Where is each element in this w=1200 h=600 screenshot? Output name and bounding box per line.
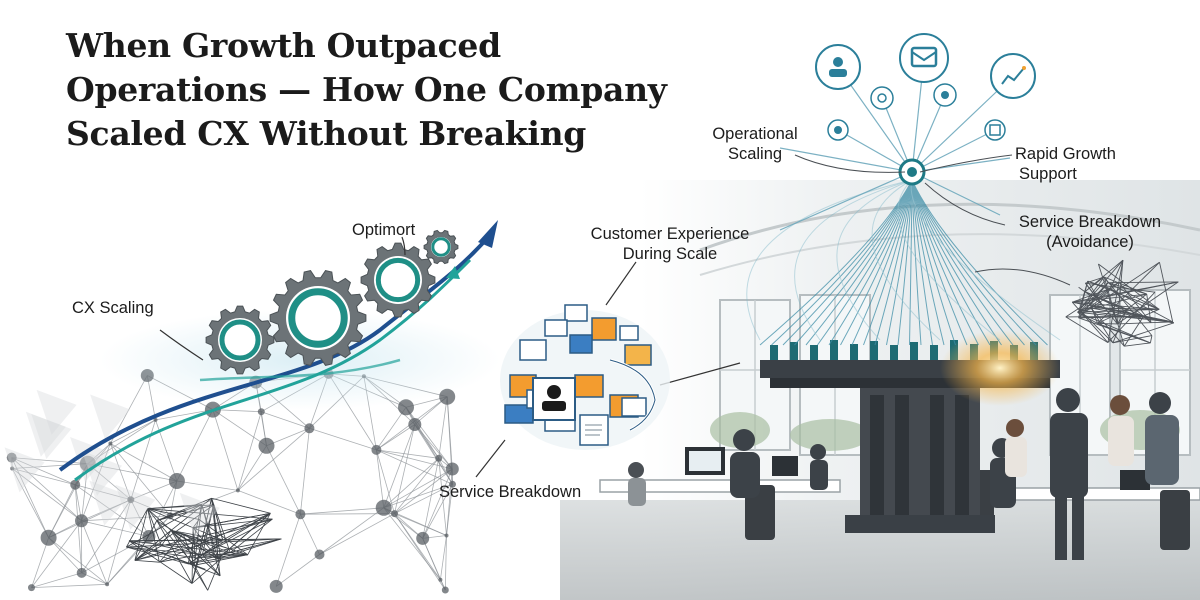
tangled-network-right (1065, 259, 1179, 347)
gear-icon-2 (933, 83, 957, 107)
gear-large (205, 229, 459, 375)
label-customer-experience: Customer Experience During Scale (580, 224, 760, 264)
label-customer-experience-line-1: Customer Experience (590, 225, 750, 243)
label-operational-scaling-line-1: Operational (712, 125, 798, 143)
central-pedestal (760, 330, 1060, 533)
gear-icon (870, 86, 894, 110)
label-avoidance-line-2: (Avoidance) (1046, 233, 1134, 251)
label-operational-scaling: Operational Scaling (700, 124, 810, 164)
user-icon (815, 44, 861, 90)
hub-lines (746, 179, 1061, 346)
label-customer-experience-line-2: During Scale (622, 245, 718, 263)
label-service-breakdown-avoidance: Service Breakdown (Avoidance) (1005, 212, 1175, 252)
label-avoidance-line-1: Service Breakdown (1018, 213, 1162, 231)
document-cluster (500, 304, 670, 450)
network-node-icon (827, 119, 849, 141)
title-line-3: Scaled CX Without Breaking (66, 114, 587, 153)
page-title: When Growth Outpaced Operations — How On… (66, 24, 706, 156)
label-optimort: Optimort (352, 221, 416, 239)
document-icon (984, 119, 1006, 141)
inbox-icon (899, 33, 949, 83)
label-rapid-growth-support: Rapid Growth Support (1015, 144, 1116, 184)
label-service-breakdown: Service Breakdown (439, 483, 582, 501)
title-line-2: Operations — How One Company (66, 70, 667, 109)
label-rapid-growth-line-2: Support (1019, 165, 1077, 183)
title-line-1: When Growth Outpaced (66, 26, 501, 65)
label-leaders (794, 154, 1071, 286)
chart-icon (990, 53, 1036, 99)
left-label-leaders (159, 236, 741, 478)
label-rapid-growth-line-1: Rapid Growth (1015, 145, 1116, 163)
growth-arrow (58, 220, 500, 482)
label-cx-scaling: CX Scaling (72, 299, 154, 317)
label-operational-scaling-line-2: Scaling (727, 145, 783, 163)
